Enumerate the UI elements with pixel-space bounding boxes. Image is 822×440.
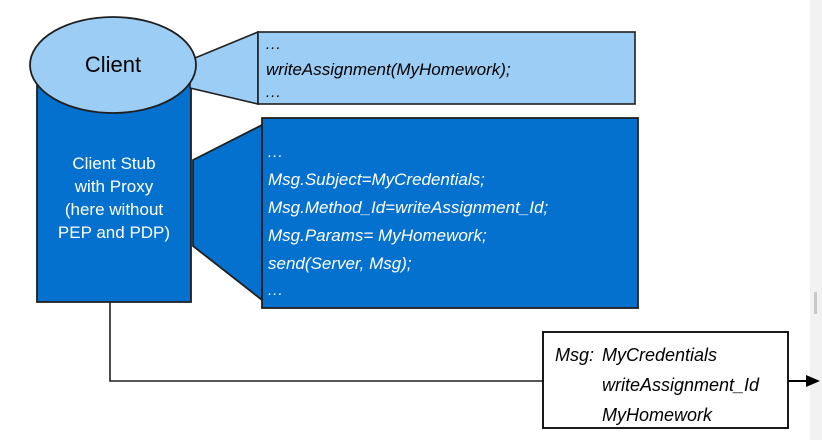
client-ellipse — [29, 16, 197, 114]
right-edge-strip — [810, 0, 822, 440]
callout-box-stub — [261, 117, 639, 309]
outgoing-arrow-head — [806, 375, 820, 387]
callout-tail-app — [189, 30, 259, 106]
callout-tail-stub — [192, 123, 263, 302]
callout-box-app — [257, 31, 636, 105]
message-box — [542, 331, 789, 429]
right-edge-tick — [814, 292, 817, 314]
